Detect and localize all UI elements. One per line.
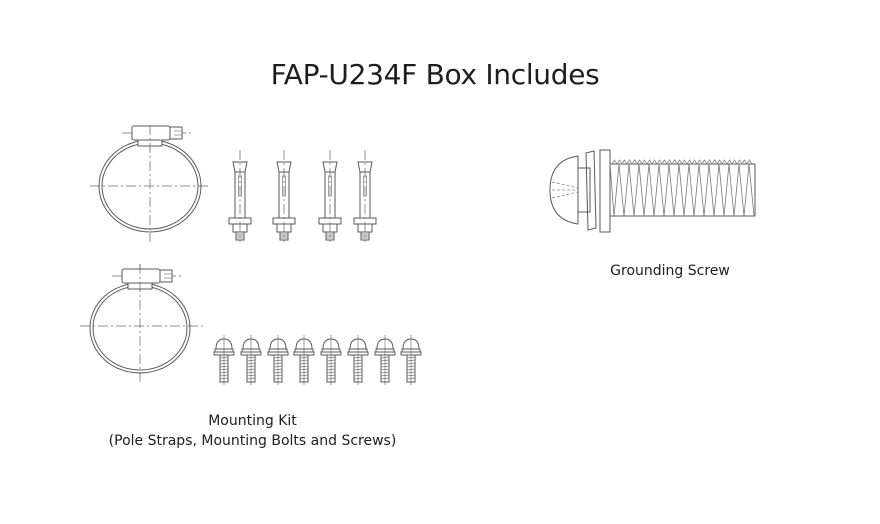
- mounting-kit-subtitle: (Pole Straps, Mounting Bolts and Screws): [108, 433, 397, 449]
- mounting-kit-caption: Mounting Kit (Pole Straps, Mounting Bolt…: [90, 411, 415, 451]
- pole-strap-2-illustration: [80, 264, 205, 384]
- mounting-kit-title: Mounting Kit: [208, 413, 297, 429]
- page-title: FAP-U234F Box Includes: [270, 58, 600, 91]
- grounding-screw-caption: Grounding Screw: [610, 263, 730, 279]
- pole-strap-1-illustration: [90, 125, 210, 242]
- mounting-screws-illustration: [213, 334, 422, 386]
- anchor-bolts-illustration: [228, 149, 377, 243]
- grounding-screw-illustration: [549, 149, 756, 233]
